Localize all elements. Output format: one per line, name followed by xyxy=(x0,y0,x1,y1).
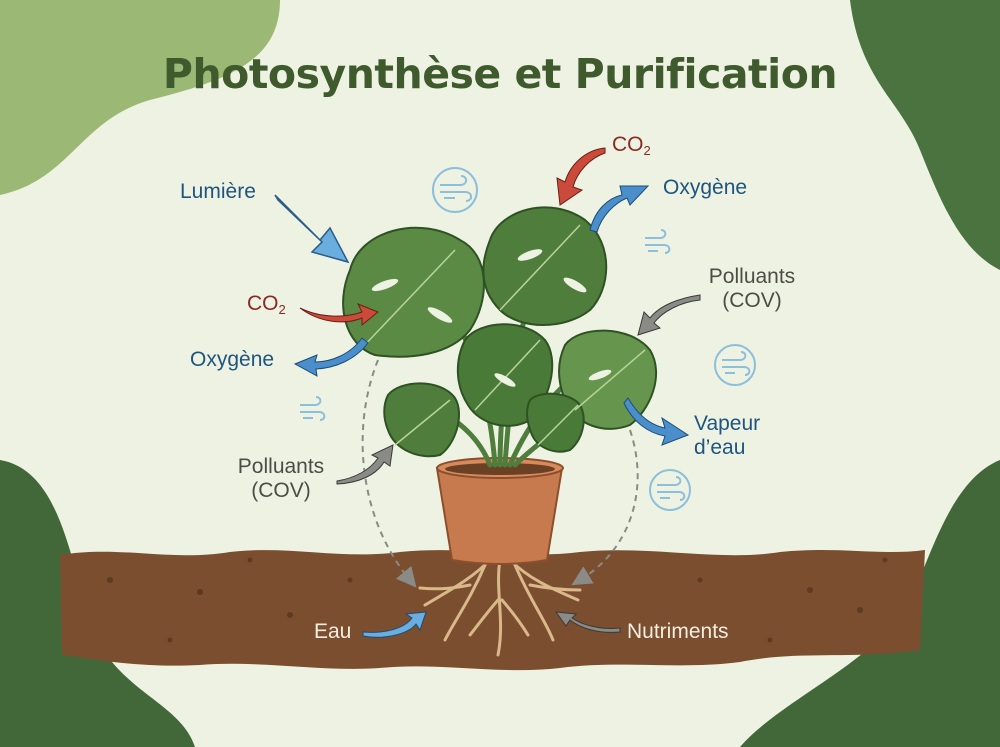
diagram-title: Photosynthèse et Purification xyxy=(162,50,838,98)
roots xyxy=(418,558,582,657)
co2-text: CO xyxy=(247,292,279,315)
arrow-light xyxy=(274,194,350,264)
arrow-pollutants-left xyxy=(336,444,394,485)
soil-layer xyxy=(60,550,925,671)
wind-icon xyxy=(714,344,756,386)
co2-subscript: 2 xyxy=(643,143,651,158)
label-light: Lumière xyxy=(180,180,256,203)
label-oxygen-left: Oxygène xyxy=(190,348,275,371)
arrow-co2-top xyxy=(556,147,606,206)
corner-decoration-top-right xyxy=(850,0,1000,270)
label-co2-left: CO2 xyxy=(247,292,286,322)
pollutants-text: Polluants xyxy=(237,455,325,478)
wind-icon xyxy=(645,229,671,254)
label-nutrients: Nutriments xyxy=(627,620,729,643)
pollutants-text: Polluants xyxy=(708,265,796,288)
wind-icon xyxy=(432,167,478,213)
co2-text: CO xyxy=(612,133,644,156)
label-oxygen-top: Oxygène xyxy=(663,176,748,199)
corner-decoration-bottom-left xyxy=(0,460,195,747)
monstera-leaves xyxy=(342,206,658,458)
vapor-text: Vapeur xyxy=(694,412,761,435)
label-water-vapor: Vapeur d’eau xyxy=(694,412,760,460)
arrow-pollutants-right xyxy=(637,294,701,336)
arrow-co2-left xyxy=(299,303,379,327)
plant-pot xyxy=(435,457,564,565)
wind-icon xyxy=(300,396,326,421)
cycle-arc-right xyxy=(571,429,639,586)
arrow-oxygen-top xyxy=(589,185,650,233)
arrow-oxygen-left xyxy=(293,337,369,377)
water-text: d’eau xyxy=(694,436,746,459)
cov-text: (COV) xyxy=(722,289,782,312)
wind-icon xyxy=(649,469,691,511)
label-water: Eau xyxy=(314,620,352,643)
arrow-nutrients xyxy=(554,611,621,633)
arrow-water-vapor xyxy=(623,397,690,446)
corner-decoration-bottom-right xyxy=(740,460,1000,747)
cov-text: (COV) xyxy=(251,479,311,502)
arrow-water xyxy=(362,611,427,638)
corner-decoration-top-left xyxy=(0,0,280,195)
co2-subscript: 2 xyxy=(278,302,286,317)
label-pollutants-left: Polluants (COV) xyxy=(226,455,336,503)
label-pollutants-right: Polluants (COV) xyxy=(702,265,802,313)
label-co2-top: CO2 xyxy=(612,133,651,163)
